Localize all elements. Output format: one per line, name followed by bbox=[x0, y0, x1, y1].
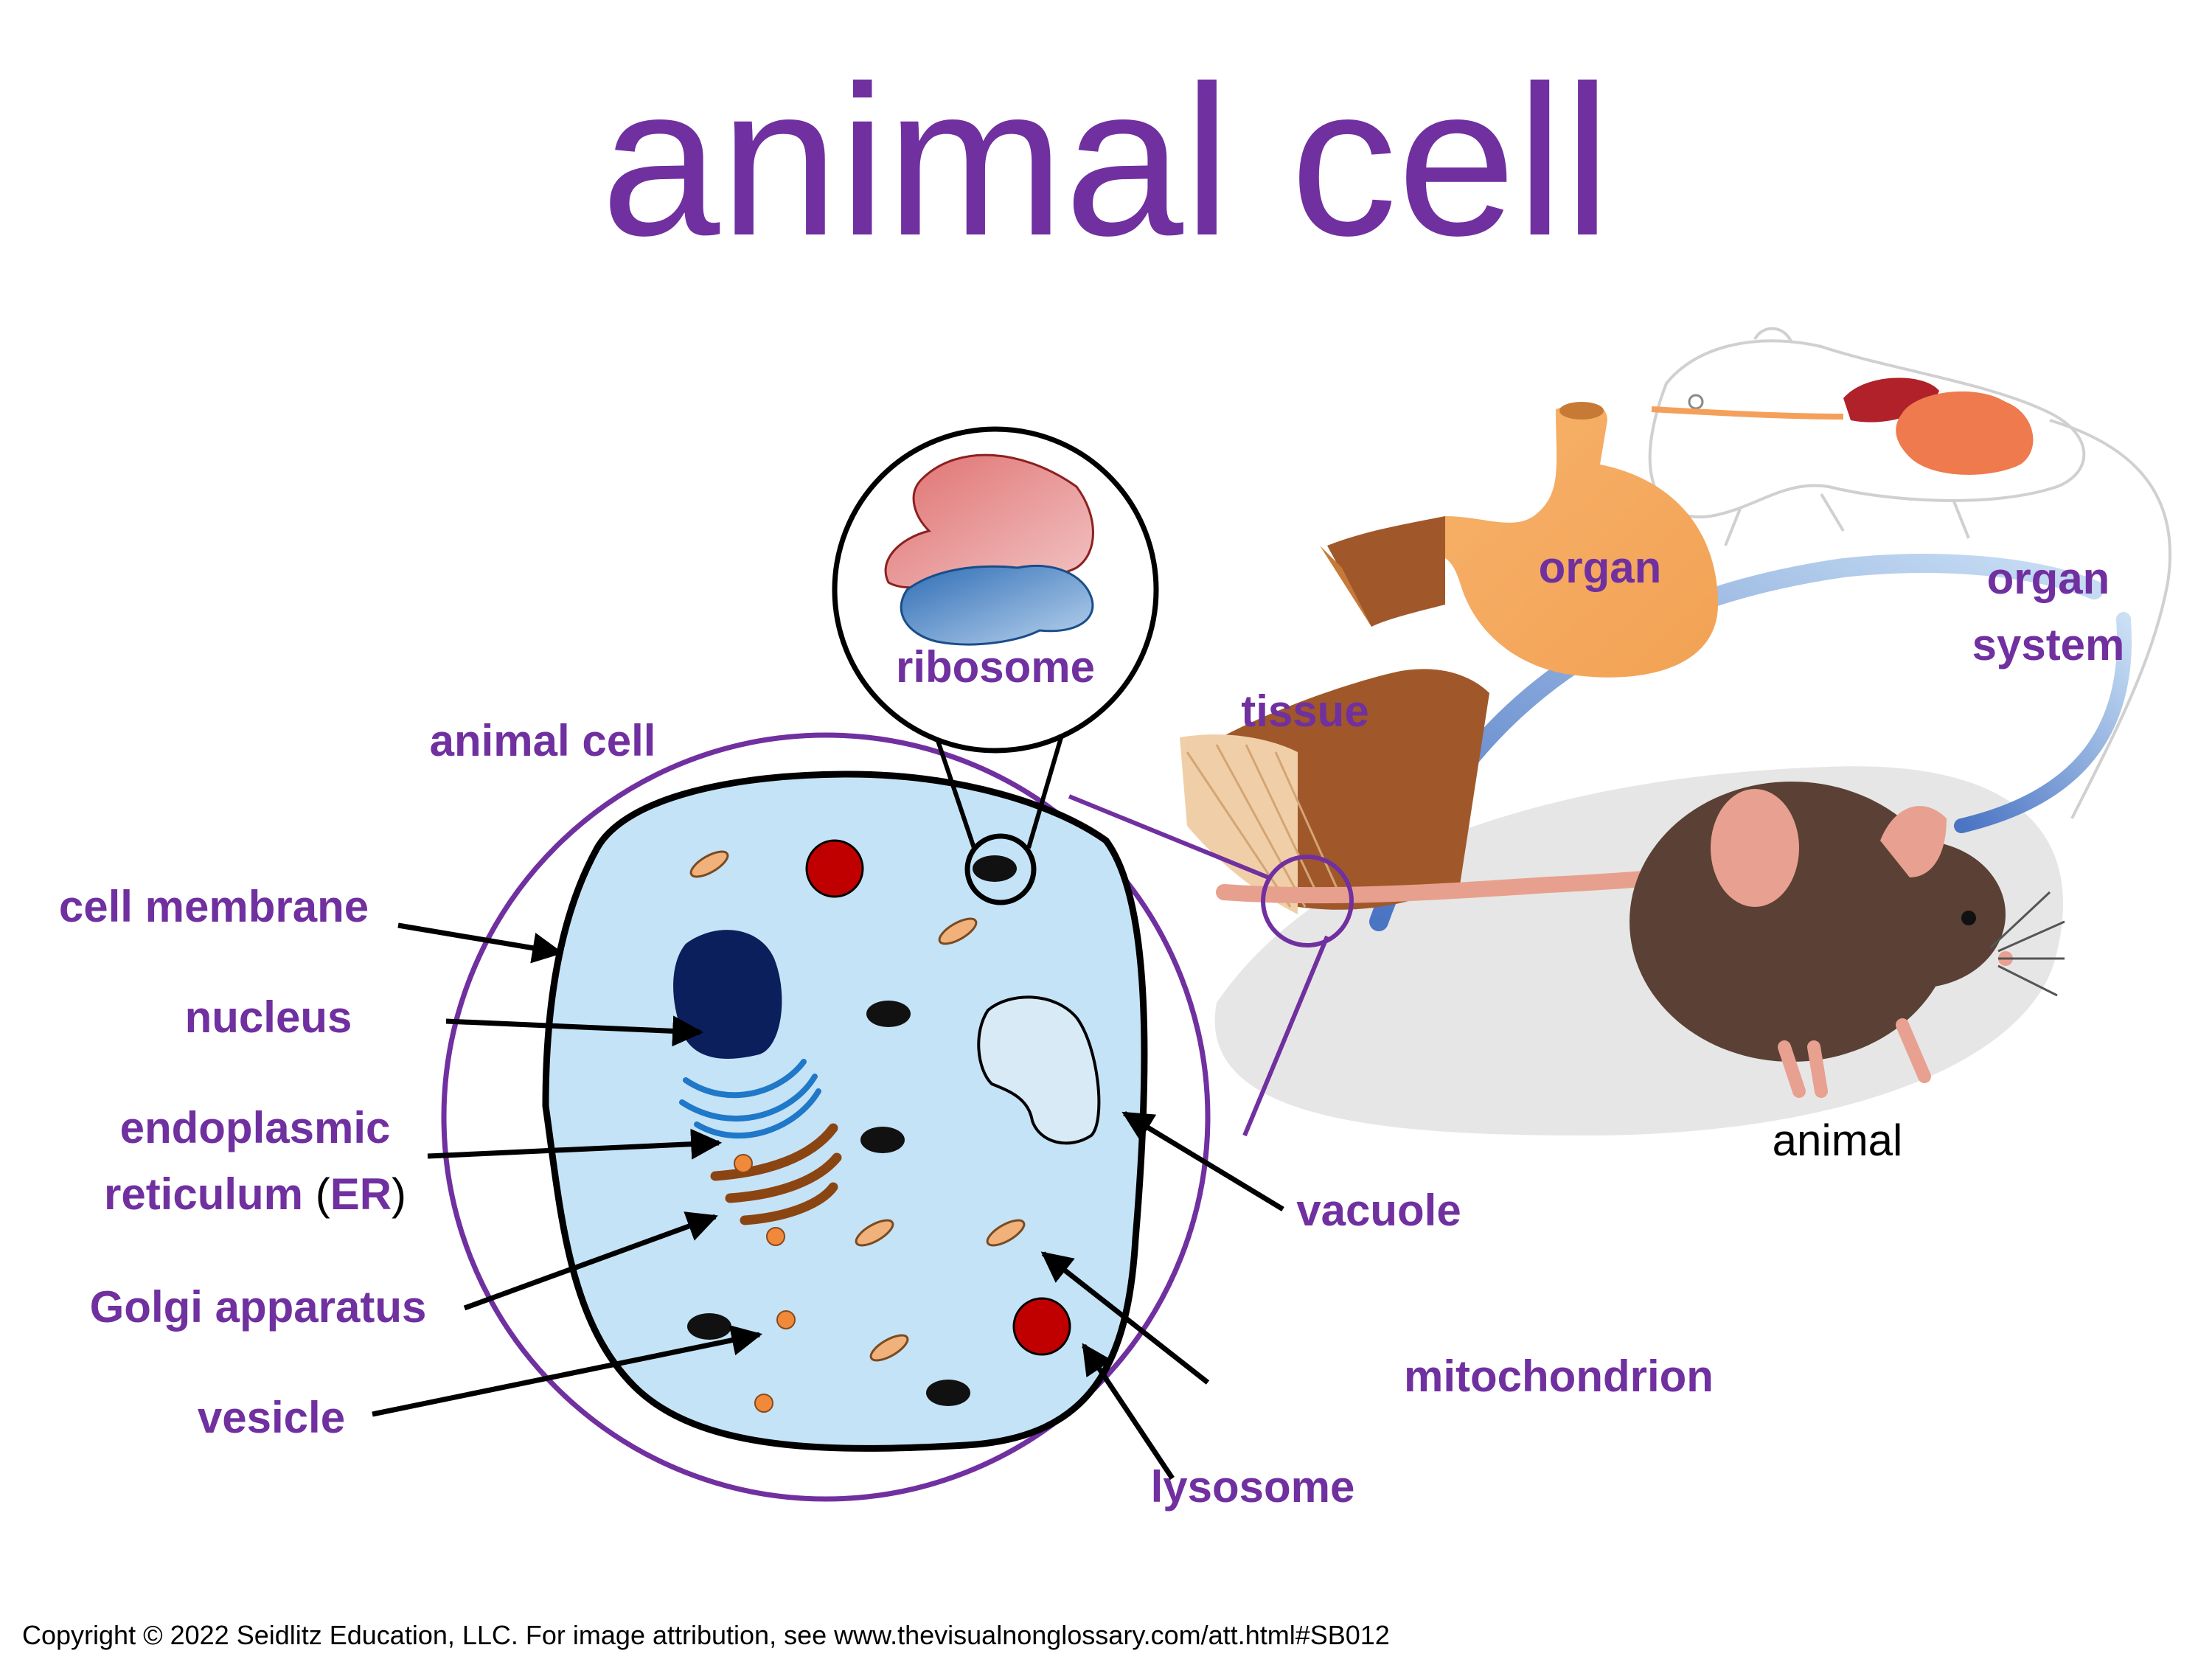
arrow-nucleus bbox=[445, 1015, 704, 1047]
arrow-lysosome bbox=[1082, 1343, 1175, 1480]
organ-system-rat-illustration bbox=[1648, 327, 2172, 819]
label-er-line1: endoplasmic bbox=[120, 1103, 391, 1152]
arrow-mitochondrion bbox=[1040, 1251, 1210, 1385]
label-lysosome: lysosome bbox=[1151, 1462, 1355, 1512]
nucleus-organelle bbox=[673, 930, 782, 1059]
label-er-word: reticulum bbox=[104, 1169, 303, 1219]
ribosome-small-subunit bbox=[900, 564, 1094, 646]
mitochondrion-organelles bbox=[689, 850, 1026, 1362]
label-er-abbrev: ER bbox=[330, 1169, 392, 1219]
vesicle-organelles bbox=[734, 1154, 796, 1413]
label-er-close-paren: ) bbox=[392, 1169, 406, 1219]
arrow-vacuole bbox=[1121, 1111, 1284, 1211]
label-organ: organ bbox=[1539, 543, 1662, 592]
zoom-line-top bbox=[1068, 794, 1270, 880]
ribosome-organelles bbox=[687, 855, 1017, 1406]
arrow-cell-membrane bbox=[397, 922, 564, 964]
label-organ-system-line2: system bbox=[1972, 620, 2125, 669]
label-vacuole: vacuole bbox=[1296, 1186, 1461, 1235]
label-er-line2: reticulum (ER) bbox=[104, 1169, 406, 1219]
mouse-animal-illustration bbox=[1630, 782, 2065, 1098]
label-cell-membrane: cell membrane bbox=[59, 882, 369, 931]
label-animal: animal bbox=[1773, 1116, 1903, 1165]
label-golgi: Golgi apparatus bbox=[90, 1282, 427, 1332]
rat-intestines bbox=[1896, 391, 2034, 475]
arrow-er bbox=[427, 1128, 723, 1160]
rat-digestive-tract bbox=[1651, 406, 1844, 420]
tissue-illustration bbox=[1180, 669, 1489, 914]
organ-stomach-illustration bbox=[1320, 402, 1718, 678]
rat-eye bbox=[1688, 394, 1704, 410]
label-arrows bbox=[372, 922, 1284, 1480]
ribosome-highlight-circle bbox=[964, 833, 1037, 905]
label-organ-system-line1: organ bbox=[1987, 554, 2110, 603]
copyright-footer: Copyright © 2022 Seidlitz Education, LLC… bbox=[22, 1620, 1390, 1650]
tissue-magnifier-circle bbox=[1261, 855, 1354, 947]
label-nucleus: nucleus bbox=[185, 992, 352, 1042]
vacuole-organelle bbox=[977, 995, 1101, 1145]
label-mitochondrion: mitochondrion bbox=[1404, 1352, 1714, 1401]
golgi-apparatus-organelle bbox=[710, 1123, 842, 1225]
label-er-open-paren: ( bbox=[303, 1169, 330, 1219]
arrow-vesicle bbox=[372, 1325, 763, 1417]
lysosome-organelles bbox=[805, 839, 1071, 1356]
zoom-line-bottom bbox=[1242, 935, 1329, 1137]
label-vesicle: vesicle bbox=[198, 1393, 345, 1442]
progression-arc-small bbox=[1954, 612, 2132, 833]
label-ribosome: ribosome bbox=[896, 642, 1095, 692]
arrow-golgi bbox=[463, 1211, 718, 1311]
label-tissue: tissue bbox=[1241, 686, 1368, 736]
page-title: animal cell bbox=[601, 41, 1611, 280]
label-animal-cell: animal cell bbox=[430, 716, 656, 765]
